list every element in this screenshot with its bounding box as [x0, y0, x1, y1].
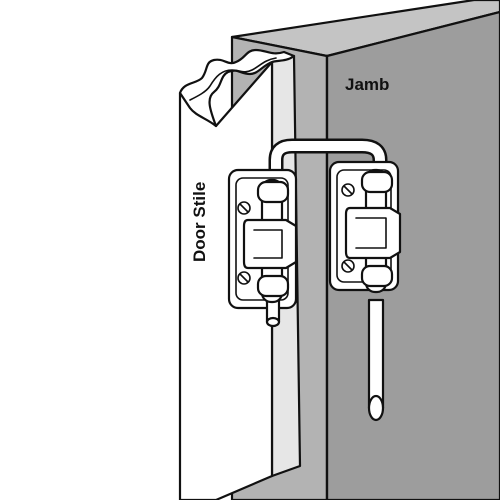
- door-stile-label: Door Stile: [190, 182, 209, 262]
- screw-icon: [237, 271, 251, 285]
- screw-icon: [341, 259, 355, 273]
- screw-icon: [341, 183, 355, 197]
- door-bracket: [227, 168, 298, 328]
- jamb-bracket: [328, 160, 402, 294]
- door-stile-molding: [178, 48, 296, 128]
- screw-icon: [237, 201, 251, 215]
- latch-hardware: [227, 138, 402, 422]
- drop-rod: [367, 298, 385, 422]
- jamb-label: Jamb: [345, 75, 389, 94]
